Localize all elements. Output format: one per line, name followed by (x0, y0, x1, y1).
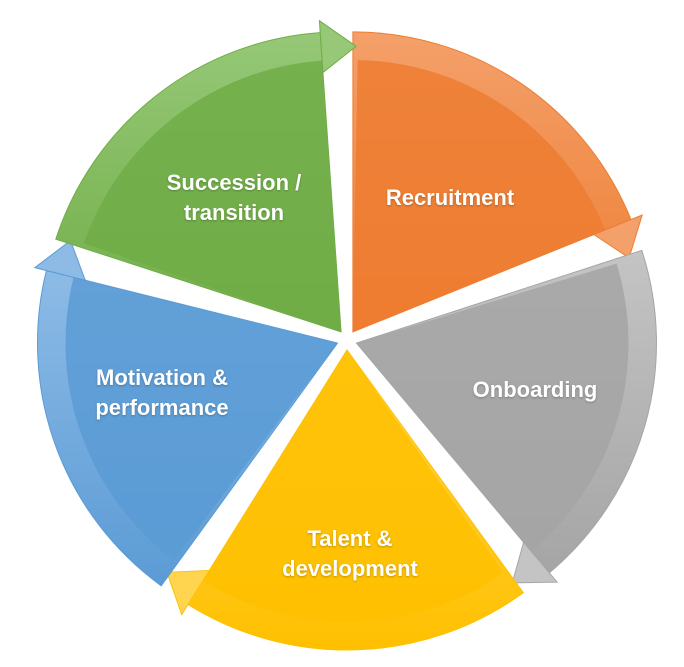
arrowhead-icon (166, 569, 211, 616)
segment-inner (352, 60, 606, 332)
segment-onboarding (355, 249, 657, 584)
label-line: Onboarding (472, 377, 598, 402)
label-line: performance (95, 395, 229, 420)
segment-label-onboarding: Onboarding (473, 375, 598, 405)
segment-inner (65, 277, 338, 561)
arrowhead-icon (33, 239, 86, 281)
label-line: Succession / (166, 170, 302, 195)
segment-inner (202, 350, 503, 622)
arrowhead-icon (318, 19, 357, 74)
segment-label-talent: Talent & development (282, 524, 418, 584)
label-line: development (282, 556, 418, 581)
arrowhead-icon (511, 541, 559, 584)
segment-inner (83, 60, 342, 332)
segment-inner (356, 263, 629, 552)
label-line: Recruitment (385, 185, 515, 210)
segment-label-motivation: Motivation & performance (95, 363, 228, 423)
segment-talent (166, 349, 524, 651)
segment-motivation (33, 239, 339, 587)
label-line: Motivation & (96, 365, 228, 390)
arrowhead-icon (592, 214, 643, 259)
segment-succession (55, 19, 357, 333)
label-line: Talent & (307, 526, 393, 551)
label-line: transition (183, 200, 285, 225)
segment-recruitment (352, 31, 643, 333)
segment-label-succession: Succession / transition (167, 168, 302, 228)
segment-label-recruitment: Recruitment (386, 183, 514, 213)
